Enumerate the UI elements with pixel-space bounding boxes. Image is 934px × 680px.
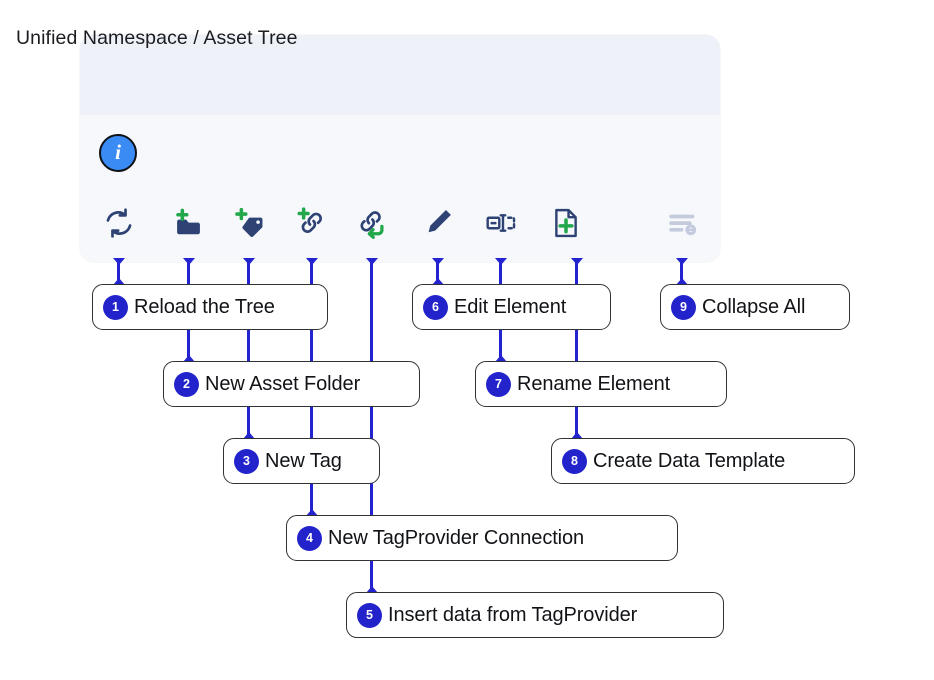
callout-box[interactable]: 7 Rename Element <box>475 361 727 407</box>
callout-label: New Tag <box>265 449 342 472</box>
callout-label: Rename Element <box>517 372 671 395</box>
edit-element-icon[interactable] <box>415 200 461 246</box>
new-tag-icon[interactable] <box>226 200 272 246</box>
connector-arrow-5 <box>370 580 373 593</box>
reload-tree-icon[interactable] <box>96 200 142 246</box>
panel-body <box>80 115 720 262</box>
connector-1 <box>117 258 120 284</box>
callout-box[interactable]: 1 Reload the Tree <box>92 284 328 330</box>
callout-badge: 6 <box>423 294 448 320</box>
callout-box[interactable]: 9 Collapse All <box>660 284 850 330</box>
connector-arrow-7 <box>499 349 502 362</box>
callout-badge: 7 <box>486 371 511 397</box>
rename-element-icon[interactable] <box>478 200 524 246</box>
insert-data-from-tagprovider-icon[interactable] <box>349 200 395 246</box>
connector-3 <box>247 258 250 438</box>
callout-label: Collapse All <box>702 295 806 318</box>
connector-9 <box>680 258 683 284</box>
callout-label: New TagProvider Connection <box>328 526 585 549</box>
callout-badge: 9 <box>671 294 696 320</box>
callout-badge: 8 <box>562 448 587 474</box>
connector-arrow-4 <box>310 503 313 516</box>
connector-arrow-1 <box>117 272 120 285</box>
collapse-all-icon[interactable] <box>659 200 705 246</box>
callout-label: Insert data from TagProvider <box>388 603 638 626</box>
callout-box[interactable]: 8 Create Data Template <box>551 438 855 484</box>
callout-badge: 3 <box>234 448 259 474</box>
callout-badge: 1 <box>103 294 128 320</box>
callout-box[interactable]: 5 Insert data from TagProvider <box>346 592 724 638</box>
callout-badge: 2 <box>174 371 199 397</box>
callout-badge: 4 <box>297 525 322 551</box>
new-tagprovider-connection-icon[interactable] <box>289 200 335 246</box>
connector-5 <box>370 258 373 592</box>
callout-box[interactable]: 2 New Asset Folder <box>163 361 420 407</box>
connector-arrow-8 <box>575 426 578 439</box>
connector-arrow-3 <box>247 426 250 439</box>
callout-badge: 5 <box>357 602 382 628</box>
info-icon-glyph: i <box>115 140 121 164</box>
new-asset-folder-icon[interactable] <box>166 200 212 246</box>
connector-arrow-6 <box>436 272 439 285</box>
callout-label: Create Data Template <box>593 449 786 472</box>
callout-label: Edit Element <box>454 295 567 318</box>
panel-header <box>80 35 720 115</box>
callout-box[interactable]: 3 New Tag <box>223 438 380 484</box>
callout-label: New Asset Folder <box>205 372 361 395</box>
callout-label: Reload the Tree <box>134 295 275 318</box>
connector-8 <box>575 258 578 438</box>
callout-box[interactable]: 4 New TagProvider Connection <box>286 515 678 561</box>
connector-6 <box>436 258 439 284</box>
create-data-template-icon[interactable] <box>543 200 589 246</box>
page-title: Unified Namespace / Asset Tree <box>16 27 298 49</box>
callout-box[interactable]: 6 Edit Element <box>412 284 611 330</box>
connector-arrow-2 <box>187 349 190 362</box>
info-icon[interactable]: i <box>99 134 137 172</box>
connector-arrow-9 <box>680 272 683 285</box>
